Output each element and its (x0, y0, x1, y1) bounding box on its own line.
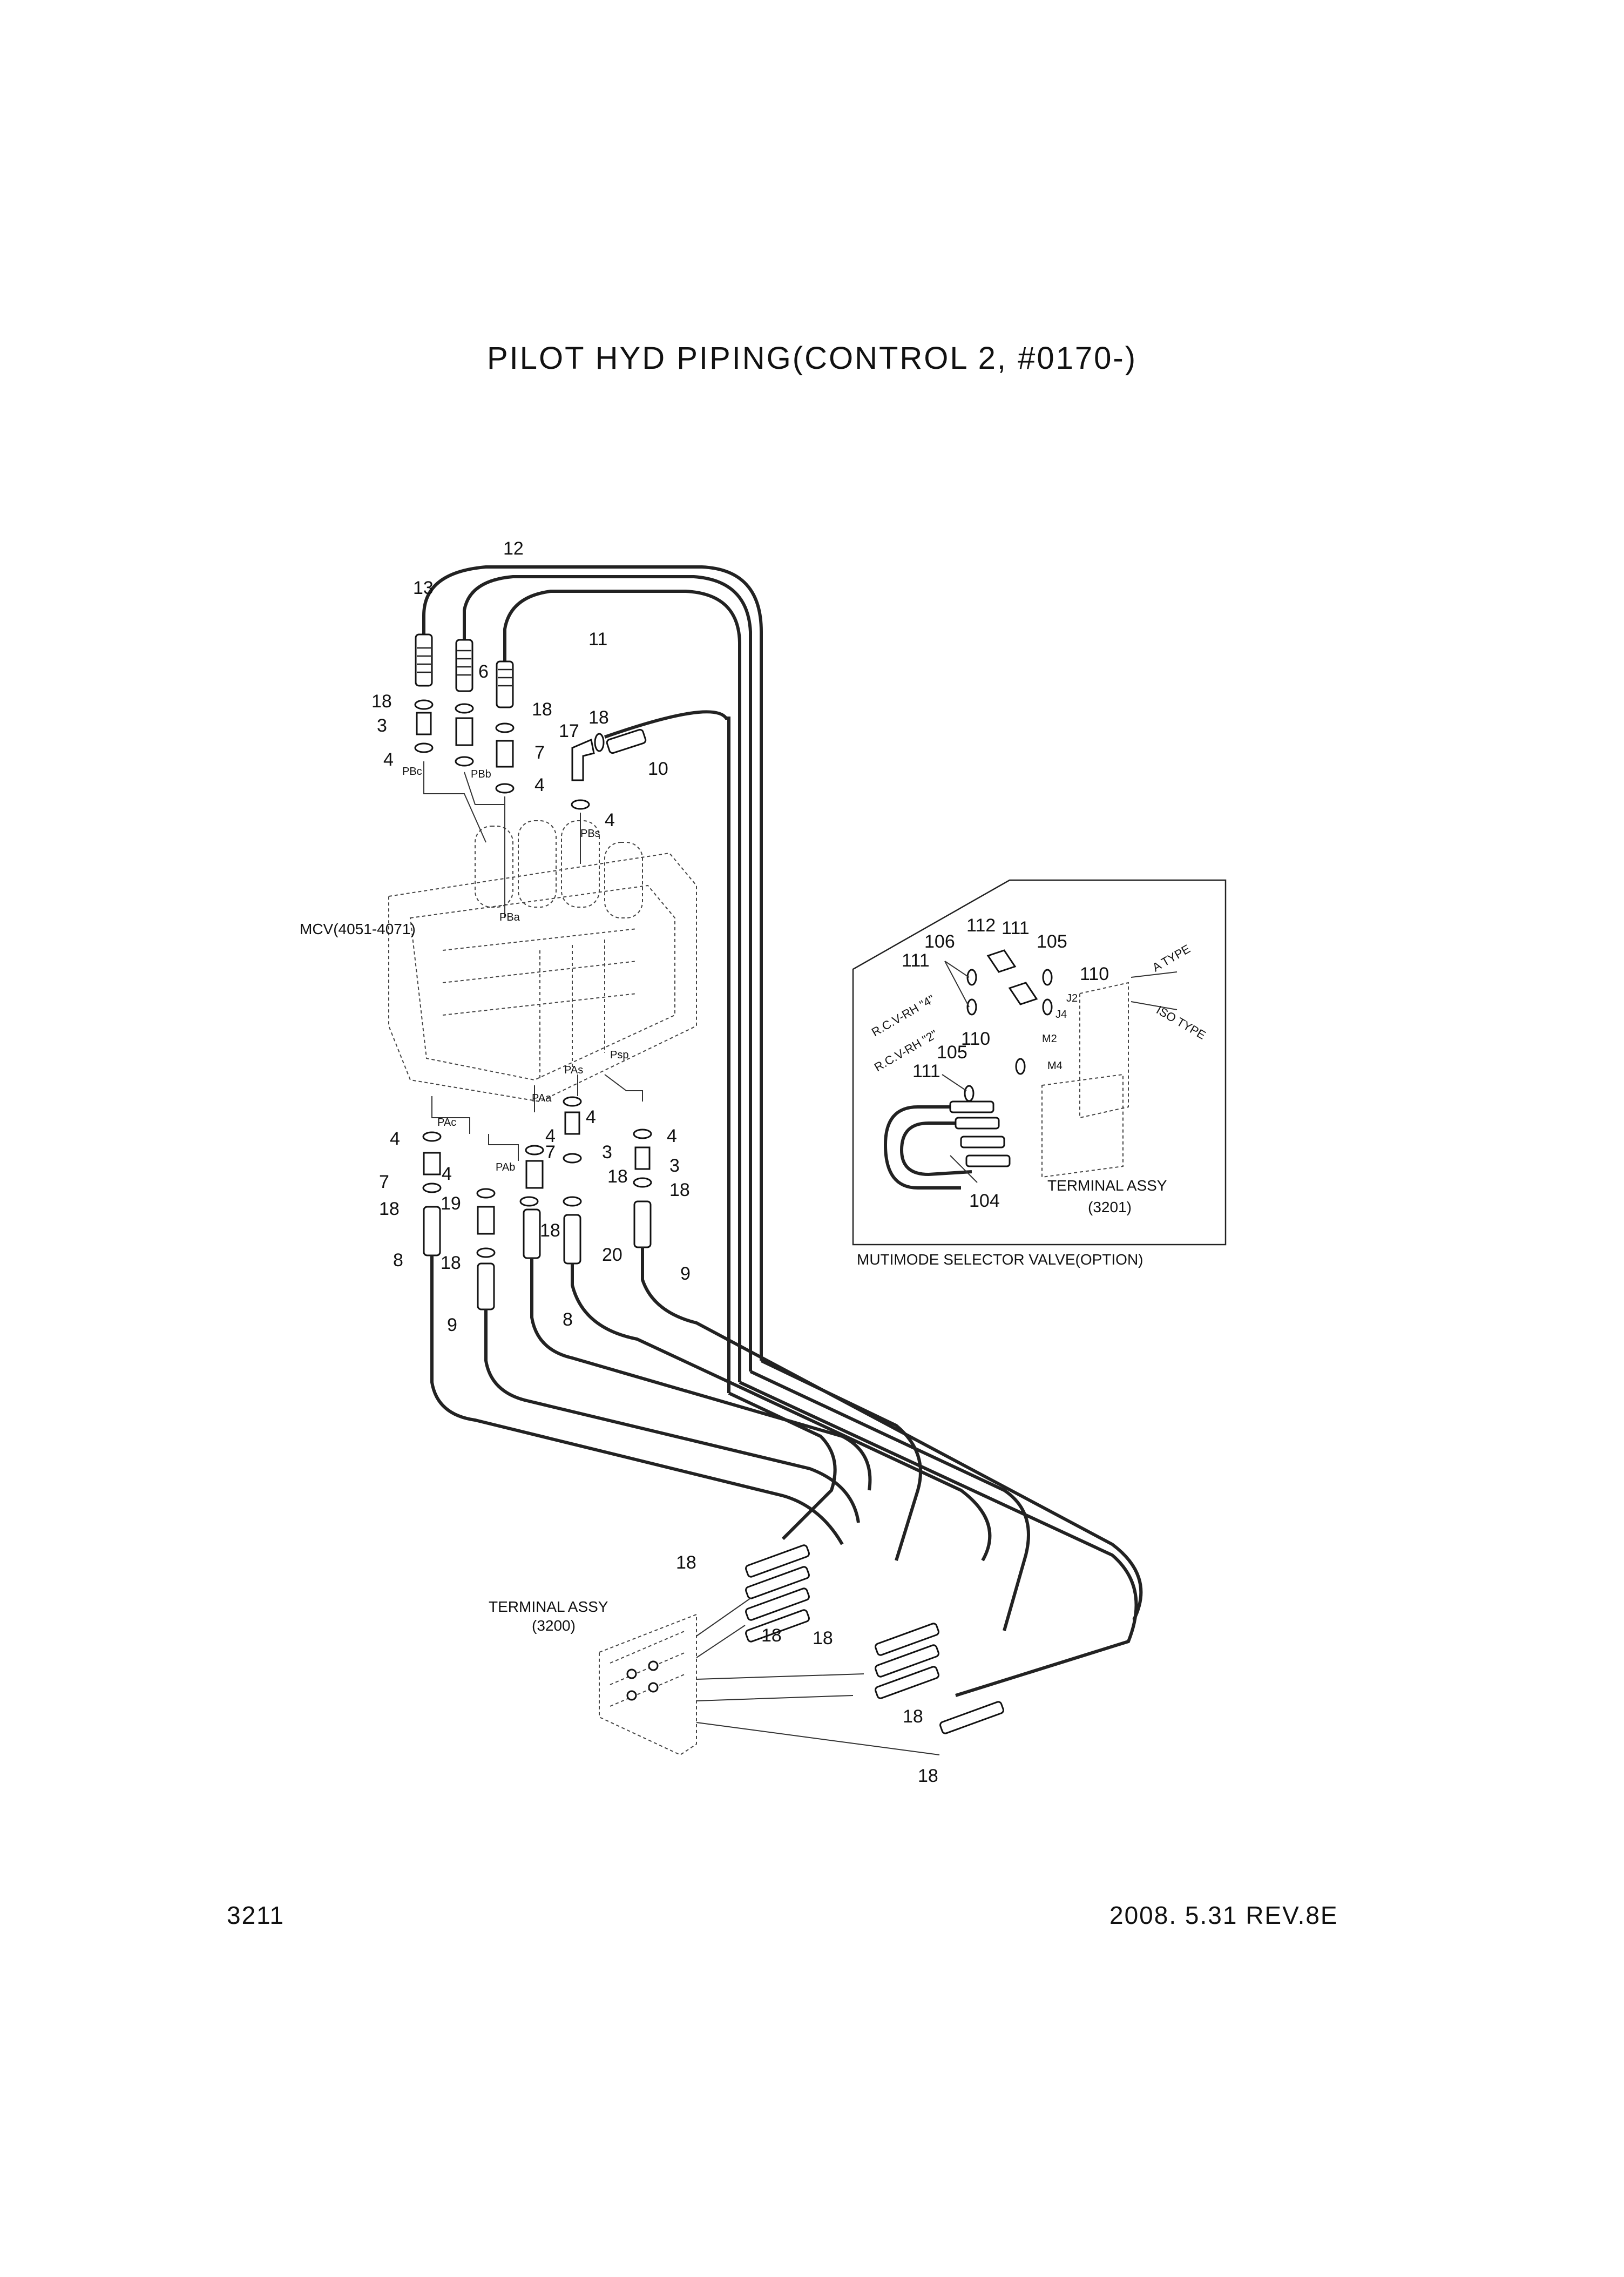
callout-18m: 18 (903, 1706, 923, 1727)
callout-111c: 111 (912, 1061, 940, 1082)
callout-7b: 7 (545, 1142, 556, 1163)
callout-18b: 18 (532, 699, 552, 720)
callout-18j: 18 (676, 1552, 696, 1573)
callout-106: 106 (924, 931, 955, 952)
diagram-title: PILOT HYD PIPING(CONTROL 2, #0170-) (486, 341, 1138, 376)
callout-18l: 18 (813, 1628, 833, 1648)
callout-7c: 7 (379, 1172, 389, 1192)
callout-19: 19 (441, 1193, 461, 1214)
callout-4g: 4 (442, 1164, 452, 1184)
top-hose-bundle (415, 565, 1138, 1697)
callout-18g: 18 (540, 1220, 560, 1241)
callout-9a: 9 (680, 1264, 691, 1284)
port-pac: PAc (437, 1117, 456, 1129)
lower-hose-bundle (423, 1200, 1143, 1734)
port-m4: M4 (1047, 1060, 1063, 1072)
callout-4f: 4 (390, 1129, 400, 1149)
callout-110b: 110 (961, 1029, 990, 1049)
callout-18d: 18 (607, 1166, 628, 1187)
port-pas: PAs (564, 1064, 583, 1076)
lower-fittings (422, 1096, 652, 1258)
callout-4e: 4 (545, 1126, 556, 1146)
terminal-3200-name: TERMINAL ASSY (489, 1598, 608, 1615)
callout-17: 17 (559, 721, 579, 741)
port-pbs: PBs (580, 828, 600, 840)
callout-3a: 3 (377, 715, 387, 736)
callout-112: 112 (966, 915, 996, 936)
callout-4h: 4 (667, 1126, 677, 1146)
callout-3c: 3 (669, 1156, 680, 1176)
revision-date: 2008. 5.31 REV.8E (1109, 1901, 1338, 1929)
callout-4c: 4 (605, 810, 615, 830)
callout-20: 20 (602, 1245, 622, 1265)
terminal-3201-code: (3201) (1088, 1199, 1132, 1215)
callout-104: 104 (969, 1191, 1000, 1211)
callout-13: 13 (413, 578, 434, 598)
callout-4d: 4 (586, 1107, 596, 1127)
callout-18c: 18 (588, 707, 609, 728)
mcv-label: MCV(4051-4071) (300, 921, 416, 937)
port-paa: PAa (532, 1092, 552, 1104)
callout-8a: 8 (393, 1250, 403, 1271)
callout-10: 10 (648, 759, 668, 779)
mcv-block (388, 761, 697, 1161)
upper-fittings (414, 699, 605, 810)
callout-18k: 18 (761, 1625, 782, 1646)
callout-7a: 7 (534, 742, 545, 763)
port-psp: Psp (610, 1049, 628, 1061)
callout-3b: 3 (602, 1142, 612, 1163)
callout-18e: 18 (379, 1199, 400, 1219)
port-labels: PBc PBb PBs PBa Psp PAs PAa PAc PAb MCV(… (300, 766, 1208, 1634)
callout-8b: 8 (563, 1309, 573, 1330)
callout-105a: 105 (1037, 931, 1067, 952)
callout-6: 6 (478, 661, 489, 682)
port-j4: J4 (1055, 1009, 1067, 1021)
port-m2: M2 (1042, 1033, 1057, 1045)
terminal-assy-3200 (599, 1598, 940, 1756)
port-j2: J2 (1066, 992, 1078, 1004)
callout-12: 12 (503, 538, 524, 559)
callout-4a: 4 (383, 749, 394, 770)
callout-111b: 111 (1002, 918, 1030, 938)
callout-11: 11 (588, 629, 607, 650)
callout-9b: 9 (447, 1315, 457, 1335)
callout-18f: 18 (441, 1253, 461, 1273)
iso-type-label: ISO TYPE (1154, 1003, 1208, 1042)
callout-110a: 110 (1080, 964, 1109, 984)
inset-caption: MUTIMODE SELECTOR VALVE(OPTION) (857, 1251, 1143, 1268)
callout-4b: 4 (534, 775, 545, 795)
terminal-3201-name: TERMINAL ASSY (1047, 1177, 1167, 1194)
callout-labels: 12 13 11 6 18 3 18 7 4 4 17 18 10 4 4 4 … (371, 538, 1109, 1786)
callout-111a: 111 (902, 950, 930, 971)
port-pbc: PBc (402, 766, 422, 778)
a-type-label: A TYPE (1150, 942, 1193, 974)
port-pbb: PBb (471, 768, 491, 780)
callout-18a: 18 (371, 691, 392, 712)
terminal-3200-code: (3200) (532, 1617, 576, 1634)
port-pba: PBa (499, 911, 520, 923)
selector-valve-inset (852, 879, 1227, 1246)
page-number: 3211 (227, 1901, 285, 1929)
callout-105b: 105 (937, 1042, 967, 1063)
callout-18h: 18 (669, 1180, 690, 1200)
callout-18n: 18 (918, 1766, 938, 1786)
port-pab: PAb (496, 1161, 515, 1173)
